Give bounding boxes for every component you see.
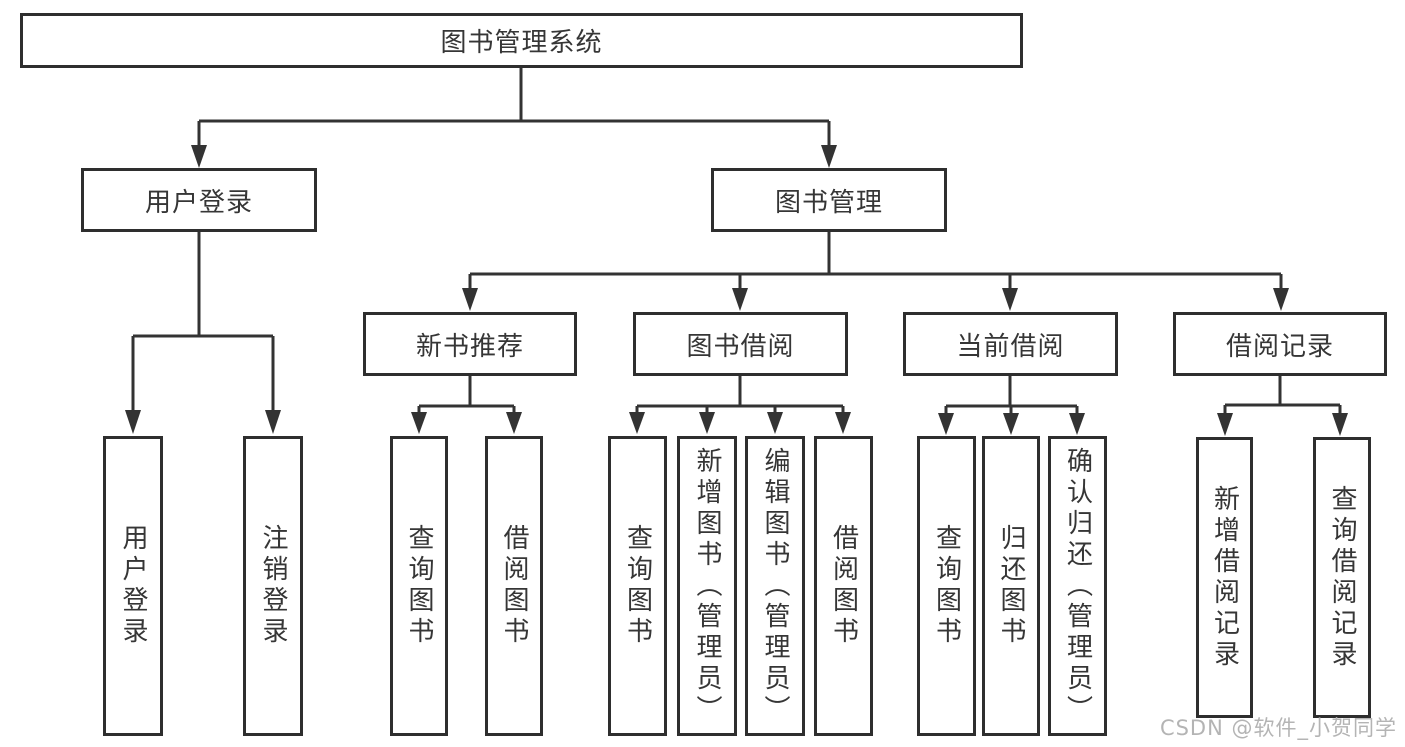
leaf-label: 新增借阅记录 (1209, 484, 1240, 671)
leaf-label: 新增图书（管理员） (692, 446, 722, 726)
connector-current-borrowing-children (944, 376, 1079, 414)
connector-user-login-children (131, 232, 275, 413)
leaf-return-books: 归还图书 (982, 436, 1040, 736)
leaf-query-borrow-record: 查询借阅记录 (1313, 437, 1371, 718)
leaf-query-books-current: 查询图书 (917, 436, 976, 736)
leaf-label: 注销登录 (258, 524, 288, 648)
leaf-query-books-recommend: 查询图书 (390, 436, 448, 736)
connector-new-book-children (417, 376, 516, 414)
node-book-management: 图书管理 (711, 168, 947, 232)
arrowheads-current-borrowing-children (938, 413, 1085, 435)
leaf-edit-book-admin: 编辑图书（管理员） (745, 436, 805, 736)
node-book-management-system: 图书管理系统 (20, 13, 1023, 68)
arrowheads-level2 (191, 145, 837, 168)
leaf-label: 用户登录 (118, 524, 148, 648)
node-borrowing-records: 借阅记录 (1173, 312, 1387, 376)
leaf-label: 借阅图书 (499, 524, 529, 648)
node-user-login: 用户登录 (81, 168, 317, 232)
leaf-label: 归还图书 (996, 524, 1026, 648)
connector-book-management-to-level3 (468, 232, 1283, 291)
leaf-label: 查询图书 (931, 524, 962, 648)
leaf-confirm-return-admin: 确认归还（管理员） (1048, 436, 1107, 736)
leaf-add-book-admin: 新增图书（管理员） (677, 436, 737, 736)
leaf-borrow-books-recommend: 借阅图书 (485, 436, 543, 736)
arrowheads-borrowing-records-children (1217, 413, 1348, 436)
arrowheads-level3 (462, 288, 1289, 311)
leaf-label: 编辑图书（管理员） (760, 446, 790, 726)
arrowheads-book-borrowing-children (629, 412, 851, 434)
leaf-borrow-books-borrowing: 借阅图书 (814, 436, 873, 736)
leaf-add-borrow-record: 新增借阅记录 (1196, 437, 1253, 718)
watermark: CSDN @软件_小贺同学 (1159, 716, 1397, 740)
leaf-label: 查询图书 (404, 524, 434, 648)
leaf-query-books-borrowing: 查询图书 (608, 436, 667, 736)
leaf-user-login: 用户登录 (103, 436, 163, 736)
leaf-logout: 注销登录 (243, 436, 303, 736)
arrowheads-new-book-children (411, 412, 522, 434)
arrowheads-user-login-children (125, 410, 281, 434)
node-current-borrowing: 当前借阅 (903, 312, 1118, 376)
connector-book-borrowing-children (635, 376, 845, 414)
leaf-label: 查询借阅记录 (1327, 484, 1357, 671)
connector-borrowing-records-children (1223, 376, 1342, 414)
connector-root-to-level2 (197, 68, 831, 147)
node-new-book-recommendation: 新书推荐 (363, 312, 577, 376)
leaf-label: 查询图书 (622, 524, 653, 648)
node-book-borrowing: 图书借阅 (633, 312, 848, 376)
leaf-label: 借阅图书 (828, 524, 859, 648)
leaf-label: 确认归还（管理员） (1062, 446, 1093, 726)
